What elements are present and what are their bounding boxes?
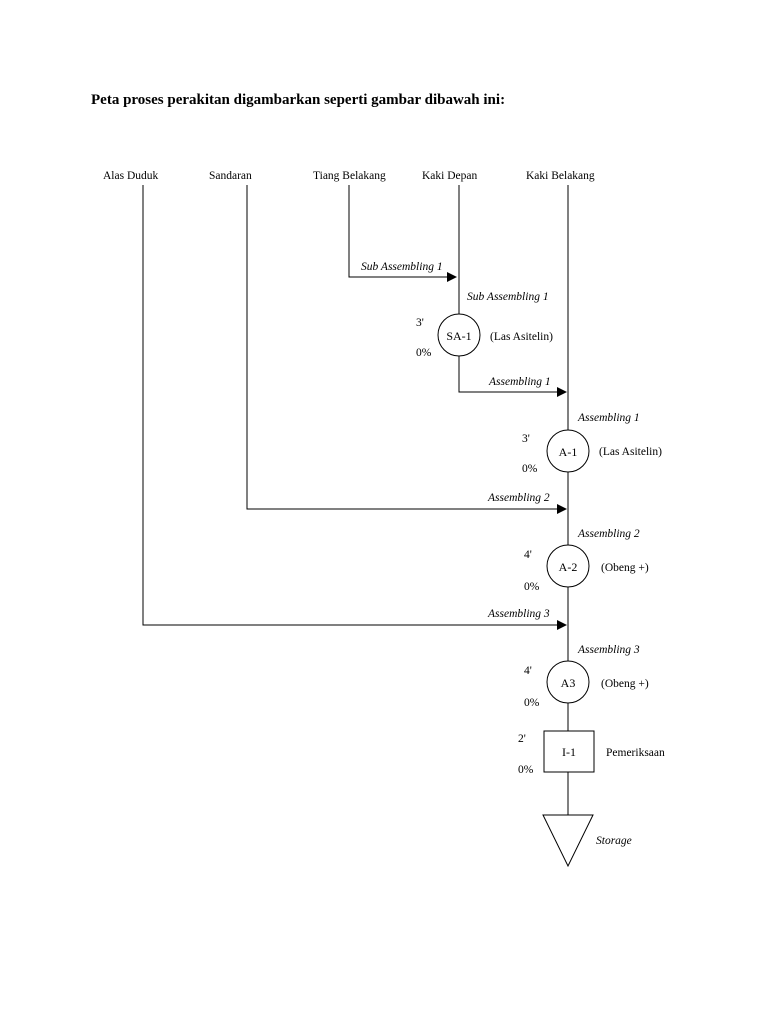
operation-a1-time: 3' <box>522 433 530 445</box>
component-kaki-belakang: Kaki Belakang <box>526 170 595 182</box>
operation-a3-tool: (Obeng +) <box>601 678 649 690</box>
operation-a2-title: Assembling 2 <box>577 528 640 540</box>
inspection-i1: I-1 2' 0% Pemeriksaan <box>518 730 665 776</box>
inspection-code: I-1 <box>562 745 576 759</box>
operation-sa1-code: SA-1 <box>446 329 471 343</box>
operation-a1-title: Assembling 1 <box>577 412 640 424</box>
operation-a2-time: 4' <box>524 549 532 561</box>
operation-a1-code: A-1 <box>559 445 578 459</box>
inspection-box <box>543 730 595 773</box>
flow-line-alas-duduk <box>142 185 567 630</box>
operation-sa1: Sub Assembling 1 SA-1 3' 0% (Las Asiteli… <box>416 291 553 359</box>
storage-label: Storage <box>596 835 632 847</box>
operation-a1-circle <box>546 429 590 473</box>
component-kaki-depan: Kaki Depan <box>422 170 477 182</box>
operation-a1-tool: (Las Asitelin) <box>599 446 662 458</box>
operation-a2-pct: 0% <box>524 581 540 593</box>
flow-lines <box>142 185 569 815</box>
operation-a3-pct: 0% <box>524 697 540 709</box>
operation-a3-code: A3 <box>561 676 576 690</box>
arrow-label-assembling-3: Assembling 3 <box>487 608 550 620</box>
component-alas-duduk: Alas Duduk <box>103 170 159 182</box>
flow-line-sa1-out <box>458 356 567 397</box>
component-tiang-belakang: Tiang Belakang <box>313 170 386 182</box>
operation-a1: Assembling 1 A-1 3' 0% (Las Asitelin) <box>522 412 662 475</box>
operation-a2: Assembling 2 A-2 4' 0% (Obeng +) <box>524 528 649 593</box>
operation-sa1-title: Sub Assembling 1 <box>467 291 549 303</box>
operation-a2-tool: (Obeng +) <box>601 562 649 574</box>
operation-a2-code: A-2 <box>559 560 578 574</box>
arrow-label-sub-assembling-1: Sub Assembling 1 <box>361 261 443 273</box>
flow-line-sandaran <box>246 185 567 514</box>
operation-a3-title: Assembling 3 <box>577 644 640 656</box>
operation-a3: Assembling 3 A3 4' 0% (Obeng +) <box>524 644 649 709</box>
page-heading: Peta proses perakitan digambarkan sepert… <box>91 92 506 108</box>
flow-line-tiang-belakang <box>348 185 457 282</box>
operation-a3-time: 4' <box>524 665 532 677</box>
operation-sa1-time: 3' <box>416 317 424 329</box>
storage: Storage <box>542 814 632 868</box>
inspection-time: 2' <box>518 733 526 745</box>
storage-triangle-icon <box>542 814 594 868</box>
arrow-label-assembling-2: Assembling 2 <box>487 492 550 504</box>
arrow-label-assembling-1: Assembling 1 <box>488 376 551 388</box>
operation-a1-pct: 0% <box>522 463 538 475</box>
operation-sa1-pct: 0% <box>416 347 432 359</box>
operation-a3-circle <box>546 660 590 704</box>
operation-sa1-tool: (Las Asitelin) <box>490 331 553 343</box>
operation-sa1-circle <box>437 313 481 357</box>
component-sandaran: Sandaran <box>209 170 252 182</box>
inspection-label: Pemeriksaan <box>606 747 665 759</box>
operation-a2-circle <box>546 544 590 588</box>
inspection-pct: 0% <box>518 764 534 776</box>
